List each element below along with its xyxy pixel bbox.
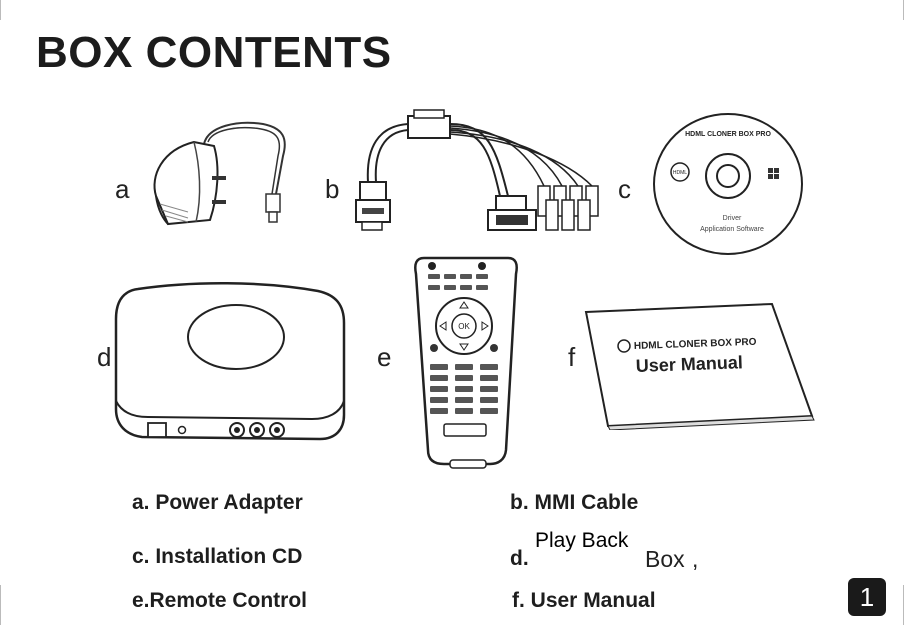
remote-control-illustration: OK xyxy=(414,256,518,469)
caption-d-suffix: , xyxy=(692,546,699,572)
right-arrow-icon xyxy=(481,321,489,331)
page-edge-mark xyxy=(903,0,904,20)
manual-logo-icon xyxy=(617,339,631,353)
back-button-icon xyxy=(490,344,498,352)
caption-d-prefix: d. xyxy=(510,547,529,570)
caption-f: f. User Manual xyxy=(512,589,656,612)
ok-button-label: OK xyxy=(458,322,470,331)
page-title: BOX CONTENTS xyxy=(36,28,392,77)
up-arrow-icon xyxy=(459,301,469,309)
installation-cd-illustration: HDML CLONER BOX PRO HDML Driver Applicat… xyxy=(653,113,803,255)
caption-d-small: Play Back xyxy=(535,529,629,552)
page-edge-mark xyxy=(0,0,1,20)
mute-button-icon xyxy=(478,262,486,270)
item-letter-b: b xyxy=(325,174,340,204)
item-letter-f: f xyxy=(568,342,576,372)
item-letter-e: e xyxy=(377,342,392,372)
home-button-icon xyxy=(430,344,438,352)
playback-box-illustration xyxy=(114,282,346,441)
caption-c: c. Installation CD xyxy=(132,545,303,568)
page-edge-mark xyxy=(0,585,1,625)
cd-line-1: Driver xyxy=(723,215,742,222)
cd-logo-text: HDML xyxy=(673,170,687,176)
av-cable-illustration xyxy=(355,109,599,231)
manual-title-text: User Manual xyxy=(635,352,743,376)
cd-brand-text: HDML CLONER BOX PRO xyxy=(685,131,771,138)
down-arrow-icon xyxy=(459,343,469,351)
cd-line-2: Application Software xyxy=(700,226,764,233)
caption-d-large: Box xyxy=(645,546,685,572)
item-letter-c: c xyxy=(618,174,631,204)
brand-logo-icon xyxy=(670,162,690,182)
page-number-badge: 1 xyxy=(848,578,886,616)
windows-icon xyxy=(768,168,779,179)
user-manual-illustration: HDML CLONER BOX PRO User Manual xyxy=(584,302,815,430)
caption-a: a. Power Adapter xyxy=(132,491,303,514)
caption-e: e.Remote Control xyxy=(132,589,308,612)
left-arrow-icon xyxy=(439,321,447,331)
manual-brand-text: HDML CLONER BOX PRO xyxy=(634,337,757,352)
item-letter-d: d xyxy=(97,342,112,372)
item-letter-a: a xyxy=(115,174,130,204)
caption-b: b. MMI Cable xyxy=(510,491,639,514)
page-edge-mark xyxy=(903,585,904,625)
power-button-icon xyxy=(428,262,436,270)
power-adapter-illustration xyxy=(153,121,286,226)
